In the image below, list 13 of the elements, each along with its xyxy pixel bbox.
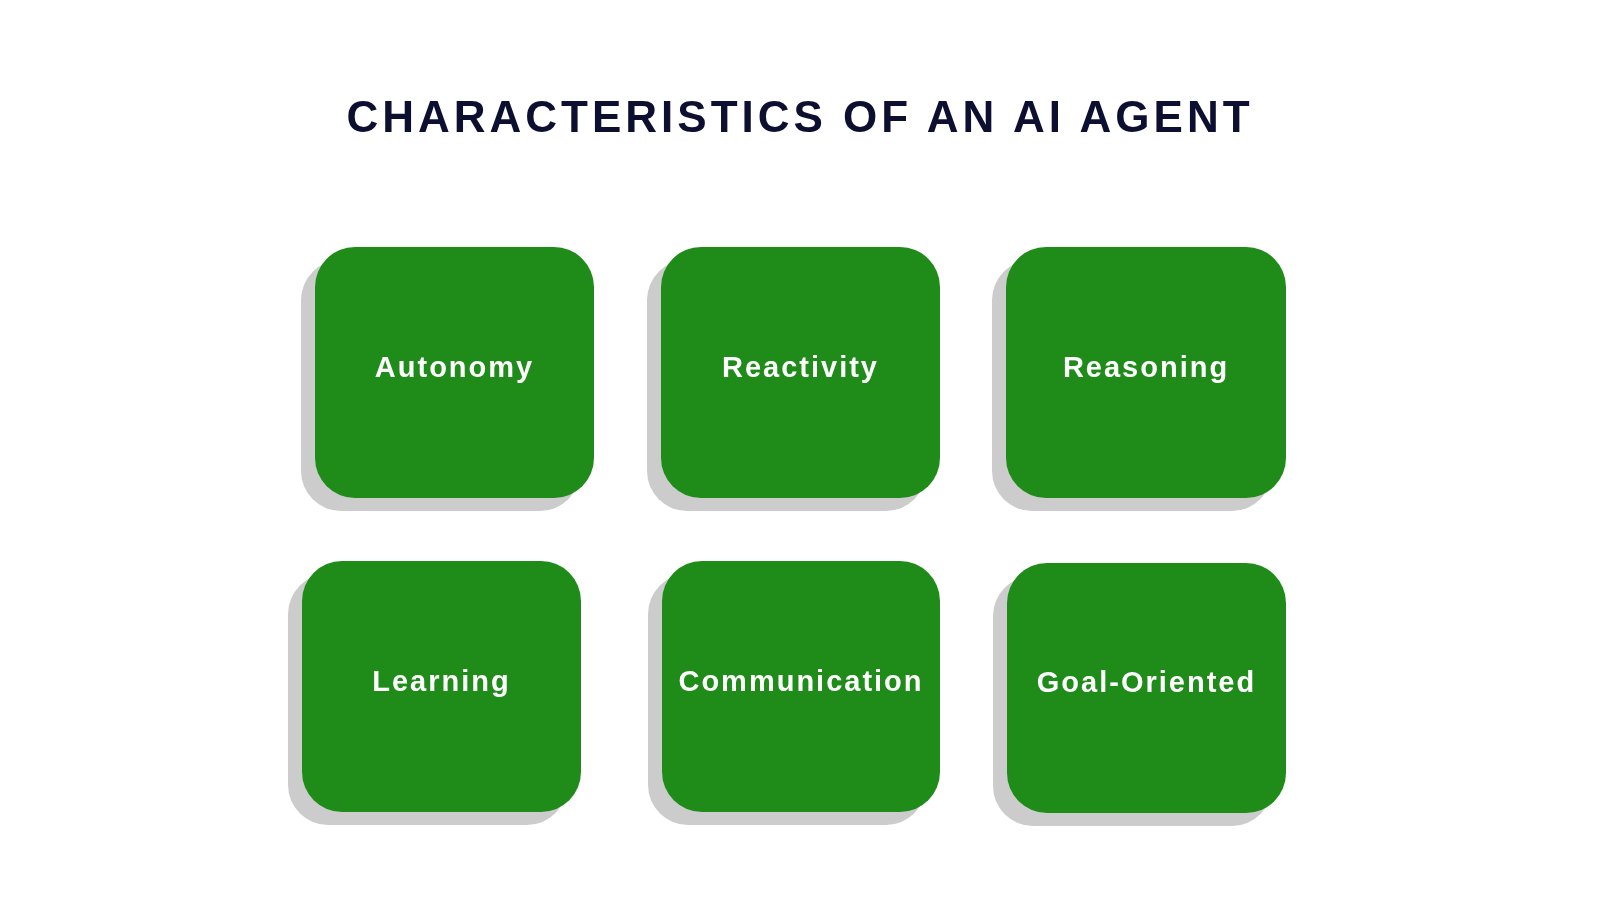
card-label: Goal-Oriented (1036, 665, 1257, 700)
feature-card (662, 561, 940, 812)
feature-card (315, 247, 594, 498)
card-label: Reactivity (722, 349, 879, 385)
feature-card (1007, 563, 1286, 813)
title: CHARACTERISTICS OF AN AI AGENT (346, 91, 1254, 143)
feature-card (302, 561, 581, 812)
card-label: Learning (372, 663, 511, 699)
card-label: Communication (678, 663, 924, 699)
card-label: Autonomy (374, 349, 535, 385)
feature-card (1006, 247, 1286, 498)
card-label: Reasoning (1062, 349, 1230, 385)
feature-card (661, 247, 940, 498)
